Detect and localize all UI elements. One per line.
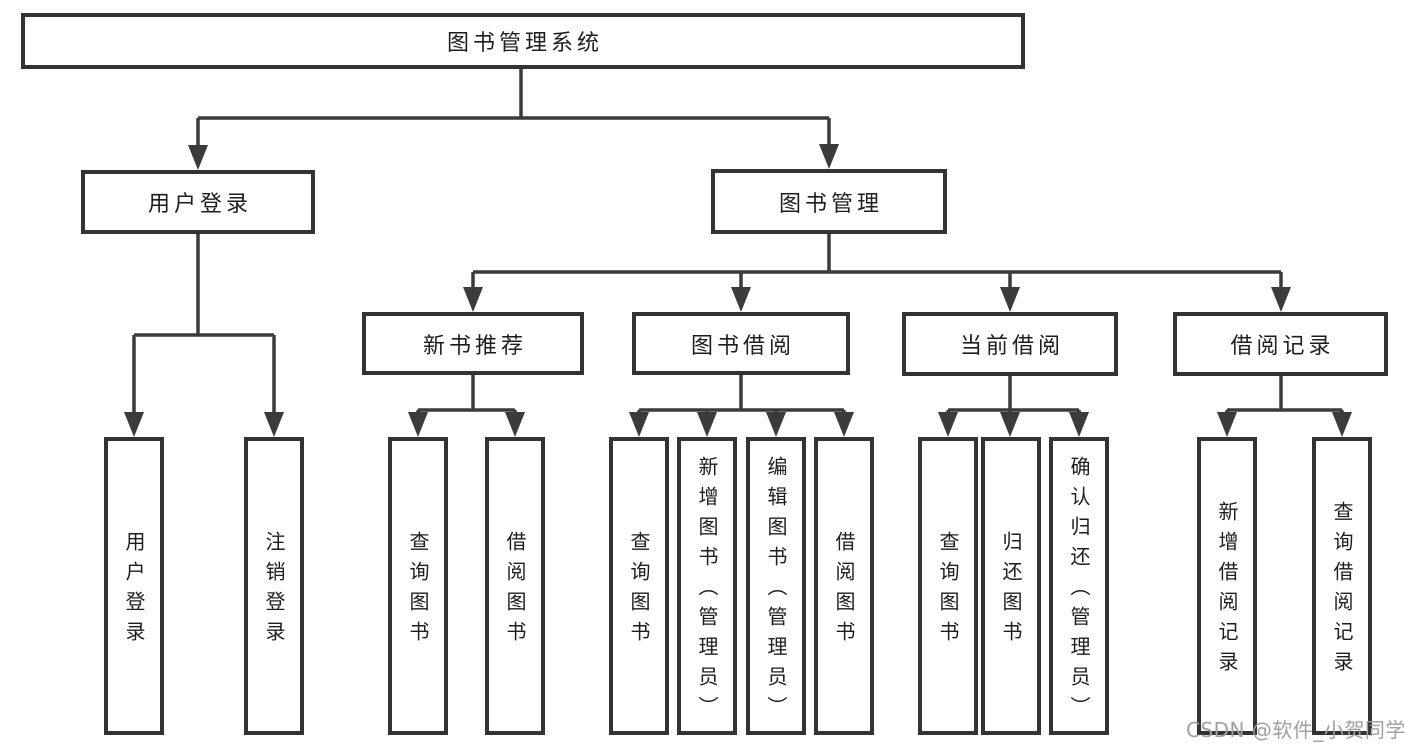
level2-label-book-management: 图书管理 [778, 191, 883, 217]
leaf-box-add-books-admin: 新增图书（管理员） [677, 437, 737, 735]
leaf-label-query-books-recommend: 查询图书 [406, 531, 430, 651]
level2-box-user-login: 用户登录 [81, 170, 315, 234]
root-label: 图书管理系统 [446, 31, 603, 56]
csdn-watermark: CSDN @软件_小贺同学 [1186, 718, 1405, 742]
level2-label-user-login: 用户登录 [147, 192, 252, 217]
leaf-label-query-books-current: 查询图书 [936, 531, 960, 651]
leaf-label-query-books-borrowing: 查询图书 [627, 531, 651, 651]
leaf-label-return-books: 归还图书 [999, 531, 1023, 651]
level3-box-book-borrowing: 图书借阅 [632, 312, 850, 375]
leaf-label-add-borrow-record: 新增借阅记录 [1215, 501, 1239, 681]
leaf-label-confirm-return-admin: 确认归还（管理员） [1067, 456, 1091, 726]
leaf-box-borrow-books-recommend: 借阅图书 [485, 437, 545, 735]
level3-box-borrowing-records: 借阅记录 [1173, 312, 1388, 376]
leaf-label-user-login: 用户登录 [122, 531, 146, 651]
leaf-label-query-borrow-record: 查询借阅记录 [1330, 501, 1354, 681]
level3-box-new-book-recommend: 新书推荐 [362, 312, 584, 375]
leaf-box-logout: 注销登录 [244, 437, 304, 735]
leaf-box-confirm-return-admin: 确认归还（管理员） [1049, 437, 1109, 735]
level3-box-current-borrowing: 当前借阅 [902, 312, 1118, 376]
leaf-box-user-login: 用户登录 [104, 437, 164, 735]
level3-label-current-borrowing: 当前借阅 [959, 334, 1064, 359]
leaf-box-query-books-borrowing: 查询图书 [609, 437, 669, 735]
leaf-label-borrow-books-recommend: 借阅图书 [503, 531, 527, 651]
leaf-box-query-books-recommend: 查询图书 [388, 437, 448, 735]
leaf-label-borrow-books-borrowing: 借阅图书 [832, 531, 856, 651]
leaf-label-edit-books-admin: 编辑图书（管理员） [764, 456, 788, 726]
leaf-box-add-borrow-record: 新增借阅记录 [1197, 437, 1257, 735]
leaf-box-return-books: 归还图书 [981, 437, 1041, 735]
level3-label-borrowing-records: 借阅记录 [1230, 334, 1335, 359]
root-box-library-system: 图书管理系统 [21, 13, 1025, 69]
level2-box-book-management: 图书管理 [711, 169, 947, 234]
leaf-label-add-books-admin: 新增图书（管理员） [695, 456, 719, 726]
leaf-box-query-borrow-record: 查询借阅记录 [1312, 437, 1372, 735]
leaf-label-logout: 注销登录 [262, 531, 286, 651]
leaf-box-edit-books-admin: 编辑图书（管理员） [746, 437, 806, 735]
level3-label-new-book-recommend: 新书推荐 [422, 333, 527, 359]
leaf-box-borrow-books-borrowing: 借阅图书 [814, 437, 874, 735]
level3-label-book-borrowing: 图书借阅 [690, 333, 795, 359]
leaf-box-query-books-current: 查询图书 [918, 437, 978, 735]
